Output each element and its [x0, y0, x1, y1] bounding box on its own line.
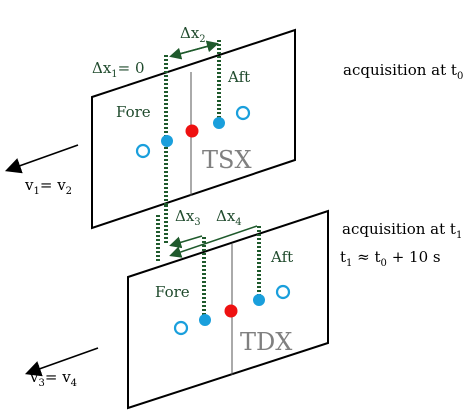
bottom-aft-label: Aft	[270, 248, 293, 266]
delta-x4-label: Δx4	[216, 207, 242, 228]
delta-x3-label: Δx3	[175, 207, 201, 228]
bottom-plane-name: TDX	[240, 328, 292, 356]
top-fore-filled-dot	[161, 135, 173, 147]
top-fore-label: Fore	[116, 103, 151, 121]
top-aft-filled-dot	[213, 117, 225, 129]
acquisition-t0-label: acquisition at t0	[343, 61, 463, 82]
velocity-bottom-arrow	[24, 347, 99, 377]
top-plane-group: Fore Aft TSX Δx1= 0 Δx2	[91, 24, 296, 230]
delta-x2-label: Δx2	[180, 24, 206, 45]
top-fore-open-dot	[135, 143, 151, 159]
delta-x4-arrow	[169, 225, 258, 258]
top-plane	[91, 28, 296, 230]
bottom-fore-open-dot	[173, 320, 189, 336]
top-plane-name: TSX	[202, 146, 252, 174]
top-aft-open-dot	[235, 105, 251, 121]
bottom-fore-filled-dot	[199, 314, 211, 326]
bottom-aft-filled-dot	[253, 294, 265, 306]
delta-x1-label: Δx1= 0	[92, 59, 145, 80]
bottom-fore-label: Fore	[155, 283, 190, 301]
velocity-bottom-label: v3= v4	[29, 368, 77, 389]
velocity-top-label: v1= v2	[24, 176, 72, 197]
top-aft-label: Aft	[227, 68, 250, 86]
acquisition-t1-label: acquisition at t1	[342, 220, 462, 241]
delta-x3-arrow	[169, 235, 203, 249]
delta-x2-arrow-back	[171, 40, 219, 57]
top-center-red-dot	[185, 124, 199, 138]
velocity-top-arrow	[4, 144, 79, 174]
time-relation-label: t1 ≈ t0 + 10 s	[340, 248, 441, 269]
bottom-plane	[127, 209, 329, 410]
bottom-aft-open-dot	[275, 284, 291, 300]
bottom-plane-group: Fore Aft TDX Δx3 Δx4	[127, 207, 329, 410]
bottom-center-red-dot	[224, 304, 238, 318]
